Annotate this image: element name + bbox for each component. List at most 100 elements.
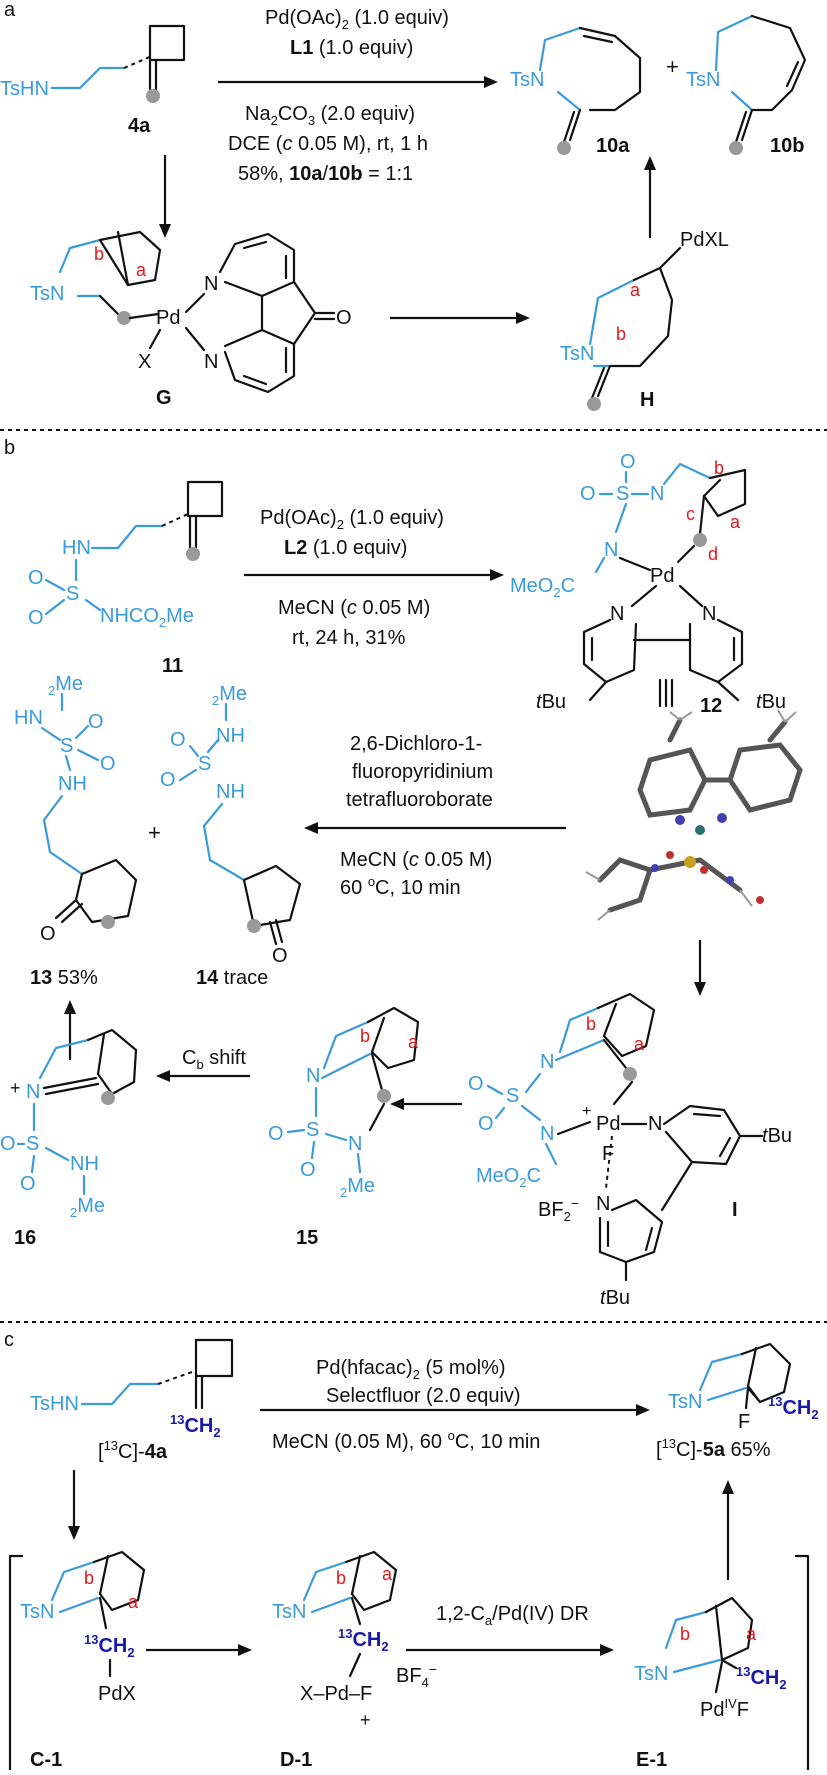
svg-text:O: O (88, 711, 104, 733)
compound-G: b a TsN Pd X N N O G (30, 230, 352, 409)
svg-text:BF4−: BF4− (396, 1661, 437, 1690)
conditions-b2: 2,6-Dichloro-1- fluoropyridinium tetrafl… (340, 733, 493, 899)
crystal-structure-image (585, 709, 803, 921)
svg-text:O: O (28, 567, 44, 589)
svg-text:S: S (26, 1133, 39, 1155)
svg-text:HN: HN (14, 707, 43, 729)
svg-text:O: O (0, 1133, 16, 1155)
svg-text:a: a (730, 512, 741, 532)
svg-text:TsN: TsN (634, 1663, 668, 1685)
svg-text:tBu: tBu (536, 691, 566, 713)
x-G: X (138, 351, 151, 373)
svg-text:O: O (478, 1113, 494, 1135)
svg-text:b: b (84, 1568, 94, 1588)
n1-G: N (204, 273, 218, 295)
panel-label-c: c (4, 1329, 14, 1351)
svg-text:L2 (1.0 equiv): L2 (1.0 equiv) (284, 537, 407, 559)
svg-text:a: a (408, 1032, 419, 1052)
svg-text:58%, 10a/10b = 1:1: 58%, 10a/10b = 1:1 (238, 163, 413, 185)
svg-text:2Me: 2Me (70, 1195, 105, 1220)
svg-text:O: O (40, 923, 56, 945)
svg-text:fluoropyridinium: fluoropyridinium (352, 761, 493, 783)
svg-text:b: b (586, 1014, 596, 1034)
svg-text:O: O (160, 769, 176, 791)
tsn-10a: TsN (510, 69, 544, 91)
svg-text:O: O (100, 753, 116, 775)
svg-text:b: b (336, 1568, 346, 1588)
label-10a: 10a (596, 135, 630, 157)
svg-text:b: b (360, 1026, 370, 1046)
svg-text:Pd(OAc)2 (1.0 equiv): Pd(OAc)2 (1.0 equiv) (265, 7, 449, 32)
svg-text:MeO2C: MeO2C (510, 575, 575, 600)
compound-I: b a N S O O N MeO2C + Pd F N N tBu (468, 992, 792, 1309)
svg-text:HN: HN (62, 537, 91, 559)
svg-text:O: O (580, 483, 596, 505)
svg-text:N: N (648, 1113, 662, 1135)
svg-text:NH: NH (58, 773, 87, 795)
svg-text:Pd: Pd (650, 565, 674, 587)
panel-label-a: a (4, 0, 16, 21)
svg-text:S: S (198, 753, 211, 775)
svg-text:tBu: tBu (756, 691, 786, 713)
svg-text:S: S (66, 583, 79, 605)
svg-text:a: a (382, 1564, 393, 1584)
label-4a: 4a (128, 115, 151, 137)
svg-text:S: S (306, 1119, 319, 1141)
compound-13: 2Me HN S O O NH O 13 53% (14, 673, 138, 989)
svg-text:NHCO2Me: NHCO2Me (100, 605, 194, 630)
svg-text:d: d (708, 544, 718, 564)
svg-text:N: N (650, 483, 664, 505)
svg-text:O: O (28, 607, 44, 629)
svg-text:NH: NH (216, 781, 245, 803)
svg-text:NH: NH (70, 1153, 99, 1175)
svg-text:[13C]-5a 65%: [13C]-5a 65% (656, 1436, 771, 1461)
svg-text:13CH2: 13CH2 (170, 1412, 221, 1440)
svg-text:F: F (738, 1411, 750, 1433)
plus-a: + (666, 54, 679, 79)
svg-text:O: O (272, 945, 288, 967)
svg-text:+: + (360, 1710, 371, 1730)
svg-text:2Me: 2Me (48, 673, 83, 698)
svg-text:14 trace: 14 trace (196, 967, 268, 989)
svg-text:N: N (610, 603, 624, 625)
o-G: O (336, 307, 352, 329)
conditions-a: Pd(OAc)2 (1.0 equiv) L1 (1.0 equiv) Na2C… (228, 7, 449, 185)
svg-text:O: O (268, 1123, 284, 1145)
b-label-G: b (94, 244, 104, 264)
panel-b: b HN S O O NHCO2Me 11 Pd(OAc)2 (1.0 equi… (0, 437, 803, 1309)
svg-text:2,6-Dichloro-1-: 2,6-Dichloro-1- (350, 733, 482, 755)
svg-text:N: N (348, 1133, 362, 1155)
svg-text:PdX: PdX (98, 1683, 136, 1705)
svg-text:L1 (1.0 equiv): L1 (1.0 equiv) (290, 37, 413, 59)
svg-text:c: c (686, 504, 695, 524)
svg-text:Cb shift: Cb shift (182, 1047, 246, 1072)
svg-text:BF2−: BF2− (538, 1195, 579, 1224)
b-label-H: b (616, 324, 626, 344)
svg-text:13 53%: 13 53% (30, 967, 98, 989)
svg-text:tBu: tBu (762, 1125, 792, 1147)
tsn-G: TsN (30, 283, 64, 305)
panel-label-b: b (4, 437, 15, 459)
svg-text:O: O (300, 1159, 316, 1181)
label-G: G (156, 387, 172, 409)
panel-c: c TsHN 13CH2 [13C]-4a Pd(hfacac)2 (5 mol… (4, 1329, 819, 1772)
svg-text:13CH2: 13CH2 (338, 1626, 389, 1654)
svg-text:a: a (634, 1034, 645, 1054)
svg-text:2Me: 2Me (212, 683, 247, 708)
svg-text:[13C]-4a: [13C]-4a (98, 1438, 168, 1463)
label-10b: 10b (770, 135, 804, 157)
svg-text:MeCN (0.05 M), 60 oC, 10 min: MeCN (0.05 M), 60 oC, 10 min (272, 1428, 540, 1453)
pd-G: Pd (156, 307, 180, 329)
svg-text:2Me: 2Me (340, 1175, 375, 1200)
label-12: 12 (700, 695, 722, 717)
svg-text:N: N (540, 1123, 554, 1145)
svg-text:S: S (506, 1085, 519, 1107)
compound-E-1: b a TsN 13CH2 PdIVF E-1 (634, 1596, 787, 1771)
svg-text:MeO2C: MeO2C (476, 1165, 541, 1190)
compound-H: a b PdXL TsN H (560, 229, 729, 411)
compound-13C-5a: TsN F 13CH2 [13C]-5a 65% (656, 1342, 819, 1461)
svg-text:Na2CO3 (2.0 equiv): Na2CO3 (2.0 equiv) (245, 103, 415, 128)
svg-text:F: F (602, 1143, 614, 1165)
label-15: 15 (296, 1227, 318, 1249)
svg-text:NH: NH (216, 725, 245, 747)
